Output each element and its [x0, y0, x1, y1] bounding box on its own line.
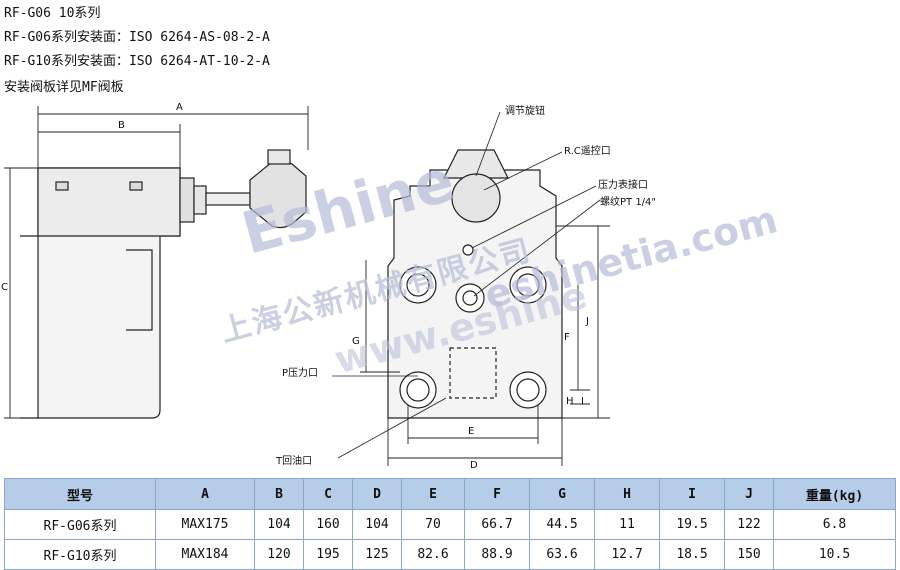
col-f: F	[464, 478, 530, 510]
table-row: RF-G10系列 MAX184 120 195 125 82.6 88.9 63…	[4, 539, 896, 570]
side-cap-screw-left	[55, 181, 69, 191]
cell-model: RF-G10系列	[4, 539, 156, 570]
col-h: H	[594, 478, 660, 510]
dim-label-e: E	[468, 426, 475, 437]
cell-weight: 10.5	[773, 539, 896, 570]
cell-h: 11	[594, 509, 660, 540]
col-i: I	[659, 478, 725, 510]
cell-a: MAX184	[155, 539, 255, 570]
cell-c: 195	[303, 539, 353, 570]
col-d: D	[352, 478, 402, 510]
spec-table: 型号 A B C D E F G H I J 重量(kg) RF-G06系列 M…	[4, 478, 896, 570]
dim-label-f: F	[564, 332, 570, 343]
cell-weight: 6.8	[773, 509, 896, 540]
spec-table-header: 型号 A B C D E F G H I J 重量(kg)	[4, 478, 896, 510]
dim-label-h: H	[566, 396, 574, 407]
callout-adjust-knob: 调节旋钮	[505, 106, 545, 117]
cell-g: 44.5	[529, 509, 595, 540]
callout-gauge-port: 压力表接口	[598, 180, 648, 191]
cell-j: 122	[724, 509, 774, 540]
cell-e: 82.6	[401, 539, 465, 570]
port-t	[509, 371, 547, 409]
callout-thread: 螺纹PT 1/4"	[600, 197, 657, 208]
col-e: E	[401, 478, 465, 510]
side-handle-cap	[267, 149, 291, 165]
cell-c: 160	[303, 509, 353, 540]
cell-d: 104	[352, 509, 402, 540]
title-series: RF-G06 10系列	[4, 6, 101, 21]
table-row: RF-G06系列 MAX175 104 160 104 70 66.7 44.5…	[4, 509, 896, 540]
dim-label-j: J	[586, 316, 589, 327]
cell-h: 12.7	[594, 539, 660, 570]
front-dimensions	[360, 225, 610, 466]
dim-label-b: B	[118, 120, 125, 131]
front-view	[387, 149, 563, 419]
cell-e: 70	[401, 509, 465, 540]
cell-g: 63.6	[529, 539, 595, 570]
side-cap-screw-right	[129, 181, 143, 191]
col-g: G	[529, 478, 595, 510]
callout-t-port: T回油口	[276, 456, 313, 467]
dim-label-g: G	[352, 336, 360, 347]
col-j: J	[724, 478, 774, 510]
side-nut-2	[193, 185, 207, 215]
leader-lines	[332, 111, 601, 459]
cell-b: 120	[254, 539, 304, 570]
valve-drawing	[4, 106, 610, 466]
cell-d: 125	[352, 539, 402, 570]
dim-label-a: A	[176, 102, 183, 113]
col-model: 型号	[4, 478, 156, 510]
front-adjust-stem	[451, 173, 501, 223]
mounting-surface-g06: RF-G06系列安装面：ISO 6264-AS-08-2-A	[4, 30, 270, 45]
side-port-groove	[126, 249, 153, 331]
side-lock-nut	[179, 177, 195, 223]
cell-b: 104	[254, 509, 304, 540]
col-b: B	[254, 478, 304, 510]
cell-f: 88.9	[464, 539, 530, 570]
dim-label-d: D	[470, 460, 478, 471]
port-upper-right	[509, 266, 547, 304]
subplate-note: 安装阀板详见MF阀板	[4, 80, 124, 95]
port-upper-left	[399, 266, 437, 304]
cell-i: 19.5	[659, 509, 725, 540]
col-a: A	[155, 478, 255, 510]
callout-p-port: P压力口	[282, 368, 319, 379]
hidden-passage	[449, 347, 497, 399]
dim-label-i: I	[581, 396, 584, 407]
mounting-surface-g10: RF-G10系列安装面：ISO 6264-AT-10-2-A	[4, 54, 270, 69]
cell-f: 66.7	[464, 509, 530, 540]
col-weight: 重量(kg)	[773, 478, 896, 510]
port-p	[399, 371, 437, 409]
side-view	[20, 149, 307, 419]
cell-model: RF-G06系列	[4, 509, 156, 540]
port-center	[455, 283, 485, 313]
cell-a: MAX175	[155, 509, 255, 540]
dim-label-c: C	[1, 282, 8, 293]
cell-i: 18.5	[659, 539, 725, 570]
col-c: C	[303, 478, 353, 510]
callout-remote-port: R.C遥控口	[564, 146, 611, 157]
side-dimensions	[4, 106, 309, 419]
side-upper-block	[37, 167, 181, 237]
cell-j: 150	[724, 539, 774, 570]
